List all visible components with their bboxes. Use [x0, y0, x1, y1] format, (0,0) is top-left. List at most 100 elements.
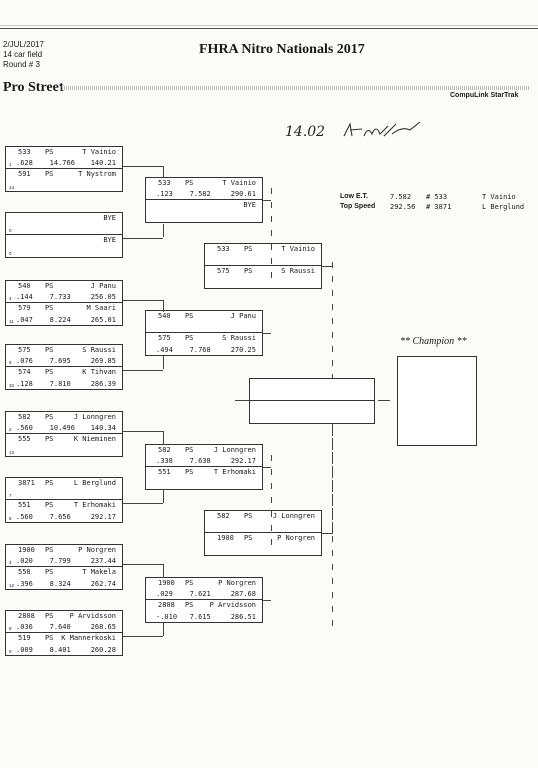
class-code: PS: [44, 170, 54, 178]
handwritten-signature: [343, 121, 421, 137]
dash-r3a-13: [332, 444, 333, 450]
class-code: PS: [184, 179, 194, 187]
speed: 268.65: [90, 623, 116, 631]
connector-v1-6: [163, 489, 164, 503]
lane-number: 9: [9, 649, 12, 654]
dash-r2a-0: [271, 188, 272, 194]
connector-v1-4: [163, 356, 164, 369]
elapsed-time: 7.695: [49, 357, 71, 365]
speed: 270.25: [230, 346, 256, 354]
car-number: 555: [18, 435, 31, 443]
driver-name: BYE: [243, 201, 256, 209]
dash-r3a-12: [332, 430, 333, 436]
event-title: FHRA Nitro Nationals 2017: [199, 42, 365, 57]
driver-name: K Tihvan: [82, 368, 116, 376]
car-number: 582: [158, 446, 171, 454]
connector-r1-4: [123, 370, 163, 371]
dash-r2b-0: [271, 455, 272, 461]
car-number: 533: [158, 179, 171, 187]
speed: 287.68: [230, 590, 256, 598]
elapsed-time: 14.766: [49, 159, 75, 167]
connector-r1-2: [123, 238, 163, 239]
lane-number: 12: [9, 583, 15, 588]
connector-r1-6: [123, 503, 163, 504]
dash-r3b-10: [332, 550, 333, 556]
lane-number: 4: [9, 296, 12, 301]
elapsed-time: 8.401: [49, 646, 71, 654]
driver-name: P Arvidsson: [69, 612, 116, 620]
lane-number: 7: [9, 493, 12, 498]
class-code: PS: [44, 634, 54, 642]
car-number: 533: [217, 245, 230, 253]
dash-r2b-1: [271, 469, 272, 475]
dash-r3a-7: [332, 360, 333, 366]
dash-r2b-4: [271, 511, 272, 517]
dash-r3b-13: [332, 592, 333, 598]
top-rule-faint: [0, 25, 538, 26]
connector-final-left: [235, 400, 249, 401]
class-code: PS: [44, 568, 54, 576]
connector-r1-8: [123, 636, 163, 637]
dash-r2b-2: [271, 483, 272, 489]
low-et-label: Low E.T.: [340, 193, 368, 200]
speed: 262.74: [90, 580, 116, 588]
lane-number: 14: [9, 185, 15, 190]
elapsed-time: 10.496: [49, 424, 75, 432]
car-number: 551: [18, 501, 31, 509]
lane-number: 13: [9, 450, 15, 455]
driver-name: P Norgren: [218, 579, 256, 587]
dash-r3a-17: [332, 500, 333, 506]
class-code: PS: [44, 148, 54, 156]
reaction-time: .029: [156, 590, 173, 598]
lane-number: 0: [9, 228, 12, 233]
class-code: PS: [184, 601, 194, 609]
car-number: 582: [217, 512, 230, 520]
speed: 237.44: [90, 557, 116, 565]
dash-r3b-15: [332, 620, 333, 626]
car-number: 1900: [217, 534, 234, 542]
driver-name: T Vainio: [281, 245, 315, 253]
dash-r3a-18: [332, 514, 333, 520]
top-rule: [0, 28, 538, 29]
stats-panel: Low E.T. 7.582 # 533 T Vainio Top Speed …: [340, 193, 530, 213]
speed: 260.28: [90, 646, 116, 654]
dash-r3b-7: [332, 508, 333, 514]
connector-v1-7: [163, 564, 164, 578]
dotted-divider: [60, 86, 530, 90]
car-number: 591: [18, 170, 31, 178]
class-code: PS: [243, 267, 253, 275]
speed: 269.85: [90, 357, 116, 365]
dash-r3a-4: [332, 318, 333, 324]
top-speed-car: # 3871: [426, 203, 452, 211]
final-slot-bottom: [250, 401, 374, 423]
dash-r3a-6: [332, 346, 333, 352]
car-number: 574: [18, 368, 31, 376]
class-code: PS: [44, 413, 54, 421]
lane-number: 6: [9, 626, 12, 631]
reaction-time: .009: [16, 646, 33, 654]
driver-name: J Panu: [90, 282, 116, 290]
dash-r3a-3: [332, 304, 333, 310]
reaction-time: .036: [16, 623, 33, 631]
top-speed-label: Top Speed: [340, 203, 376, 210]
driver-name: J Lonngren: [272, 512, 315, 520]
driver-name: P Norgren: [277, 534, 315, 542]
lane-number: 2: [9, 427, 12, 432]
driver-name: S Raussi: [281, 267, 315, 275]
